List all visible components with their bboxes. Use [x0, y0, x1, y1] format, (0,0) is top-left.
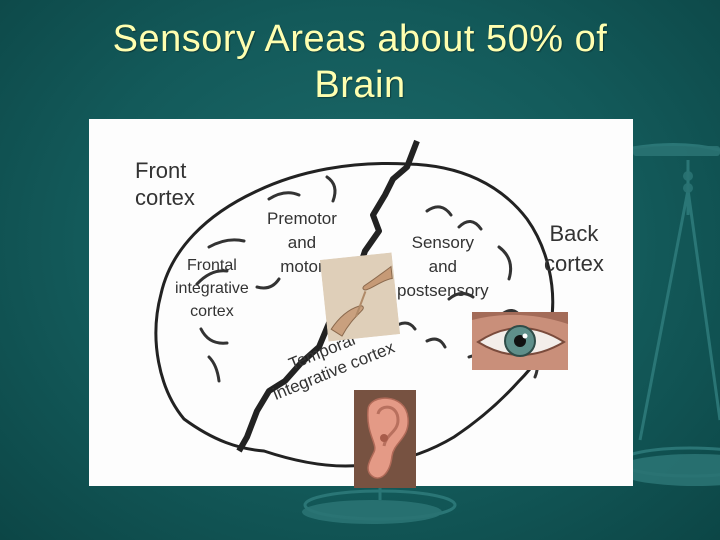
- premotor-line-3: motor: [280, 257, 324, 276]
- frontal-line-1: Frontal: [187, 257, 237, 274]
- premotor-line-1: Premotor: [267, 209, 337, 228]
- frontal-integrative-label: Frontal integrative cortex: [175, 254, 249, 323]
- sensory-line-3: postsensory: [397, 281, 489, 300]
- title-line-2: Brain: [314, 64, 406, 106]
- back-cortex-line-2: cortex: [544, 251, 604, 276]
- front-cortex-line-2: cortex: [135, 185, 195, 210]
- premotor-line-2: and: [287, 233, 317, 252]
- back-cortex-line-1: Back: [549, 221, 599, 246]
- touching-hands-image: [319, 252, 401, 342]
- premotor-motor-label: Premotor and motor: [267, 207, 337, 279]
- ear-image: [354, 390, 416, 488]
- title-line-1: Sensory Areas about 50% of: [112, 18, 608, 60]
- slide-title: Sensory Areas about 50% of Brain: [0, 16, 720, 108]
- back-cortex-label: Back cortex: [544, 219, 604, 279]
- frontal-line-3: cortex: [190, 303, 234, 320]
- frontal-line-2: integrative: [175, 280, 249, 297]
- sensory-line-1: Sensory: [411, 233, 475, 252]
- eye-image: [472, 312, 568, 370]
- brain-outline: [154, 162, 555, 468]
- sensory-postsensory-label: Sensory and postsensory: [397, 231, 489, 303]
- front-cortex-line-1: Front: [135, 158, 187, 183]
- front-cortex-label: Front cortex: [135, 157, 195, 211]
- sensory-line-2: and: [428, 257, 458, 276]
